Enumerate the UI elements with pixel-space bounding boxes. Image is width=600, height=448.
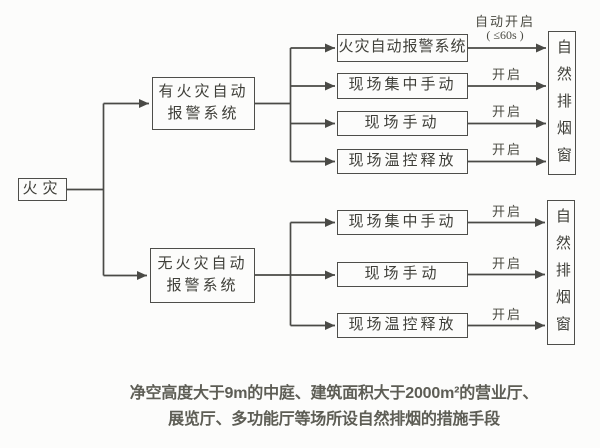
node-onsite-central-manual-upper-label: 现场集中手动 xyxy=(348,77,457,94)
node-onsite-thermal-release-upper-label: 现场温控释放 xyxy=(348,152,457,169)
node-natural-smoke-vent-upper: 自然排烟窗 xyxy=(548,31,576,175)
node-without-alarm-system: 无火灾自动 报警系统 xyxy=(150,248,255,303)
label-open-upper-2: 开启 xyxy=(491,104,522,119)
label-open-upper-1: 开启 xyxy=(491,67,522,82)
node-with-alarm-line1: 有火灾自动 xyxy=(158,83,249,100)
node-onsite-central-manual-upper: 现场集中手动 xyxy=(337,73,468,99)
node-fire: 火灾 xyxy=(18,178,67,201)
node-onsite-thermal-release-upper: 现场温控释放 xyxy=(337,149,468,174)
caption: 净空高度大于9m的中庭、建筑面积大于2000m²的营业厅、 展览厅、多功能厅等场… xyxy=(129,381,539,433)
node-onsite-manual-upper: 现场手动 xyxy=(337,111,468,136)
label-open-lower-1: 开启 xyxy=(491,204,522,219)
label-open-lower-2: 开启 xyxy=(491,256,522,271)
label-open-lower-3: 开启 xyxy=(491,307,522,322)
node-onsite-central-manual-lower: 现场集中手动 xyxy=(337,210,468,235)
node-natural-smoke-vent-upper-label: 自然排烟窗 xyxy=(554,38,571,174)
node-without-alarm-line1: 无火灾自动 xyxy=(157,255,248,272)
node-auto-alarm-system: 火灾自动报警系统 xyxy=(337,34,468,62)
node-onsite-manual-lower-label: 现场手动 xyxy=(364,265,441,282)
node-natural-smoke-vent-lower: 自然排烟窗 xyxy=(547,200,575,345)
node-auto-alarm-system-label: 火灾自动报警系统 xyxy=(338,39,467,56)
label-open-upper-3: 开启 xyxy=(491,142,522,157)
node-without-alarm-line2: 报警系统 xyxy=(166,277,239,294)
node-onsite-thermal-release-lower-label: 现场温控释放 xyxy=(348,316,457,333)
node-natural-smoke-vent-lower-label: 自然排烟窗 xyxy=(553,208,570,343)
node-onsite-thermal-release-lower: 现场温控释放 xyxy=(337,313,468,338)
node-onsite-central-manual-lower-label: 现场集中手动 xyxy=(348,213,457,230)
caption-line-2: 展览厅、多功能厅等场所设自然排烟的措施手段 xyxy=(168,411,500,428)
node-with-alarm-line2: 报警系统 xyxy=(167,105,240,122)
node-with-alarm-system: 有火灾自动 报警系统 xyxy=(152,77,255,130)
node-onsite-manual-lower: 现场手动 xyxy=(337,262,468,287)
label-auto-open-time: ( ≤60s ) xyxy=(486,28,524,42)
caption-line-1: 净空高度大于9m的中庭、建筑面积大于2000m²的营业厅、 xyxy=(129,385,539,402)
node-onsite-manual-upper-label: 现场手动 xyxy=(364,114,441,131)
node-fire-label: 火灾 xyxy=(22,180,63,197)
label-auto-open: 自动开启 xyxy=(474,14,535,29)
